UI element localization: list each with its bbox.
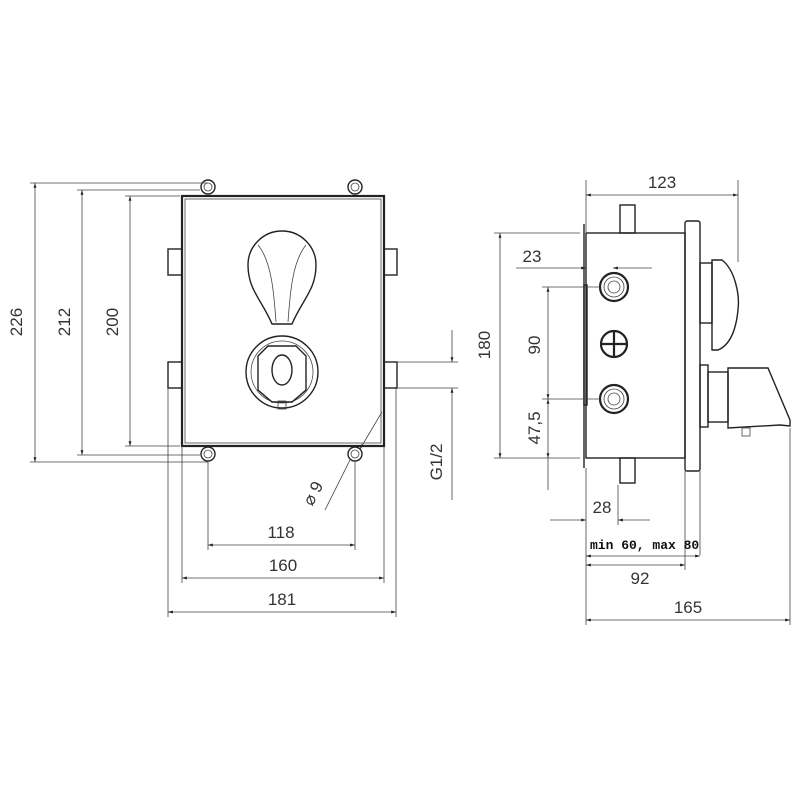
dim-226: 226 — [7, 308, 26, 336]
mounting-ears — [200, 179, 363, 462]
dim-92: 92 — [631, 569, 650, 588]
dim-28: 28 — [593, 498, 612, 517]
dim-212: 212 — [55, 308, 74, 336]
dim-200: 200 — [103, 308, 122, 336]
dim-90: 90 — [525, 336, 544, 355]
diverter-knob — [245, 335, 319, 410]
side-handle — [699, 259, 740, 351]
dim-165: 165 — [674, 598, 702, 617]
side-spout — [699, 364, 791, 437]
dim-180: 180 — [475, 331, 494, 359]
side-view: 123 23 180 90 47,5 28 min 60, max 80 92 … — [475, 173, 791, 625]
dim-47-5: 47,5 — [525, 411, 544, 444]
dim-install-range: min 60, max 80 — [590, 538, 699, 553]
dim-hole-diameter: ⌀ 9 — [299, 478, 327, 508]
dim-118: 118 — [267, 523, 294, 542]
box-outline — [180, 194, 386, 448]
front-view: 226 212 200 118 160 181 G1/2 ⌀ 9 — [7, 179, 458, 617]
dim-123: 123 — [648, 173, 676, 192]
dim-23: 23 — [523, 247, 542, 266]
dim-160: 160 — [269, 556, 297, 575]
dim-181: 181 — [268, 590, 296, 609]
dim-g1-2: G1/2 — [427, 444, 446, 481]
fittings — [598, 271, 630, 415]
front-plate — [684, 220, 701, 472]
side-tabs — [167, 248, 398, 389]
handle-lever — [247, 230, 317, 325]
